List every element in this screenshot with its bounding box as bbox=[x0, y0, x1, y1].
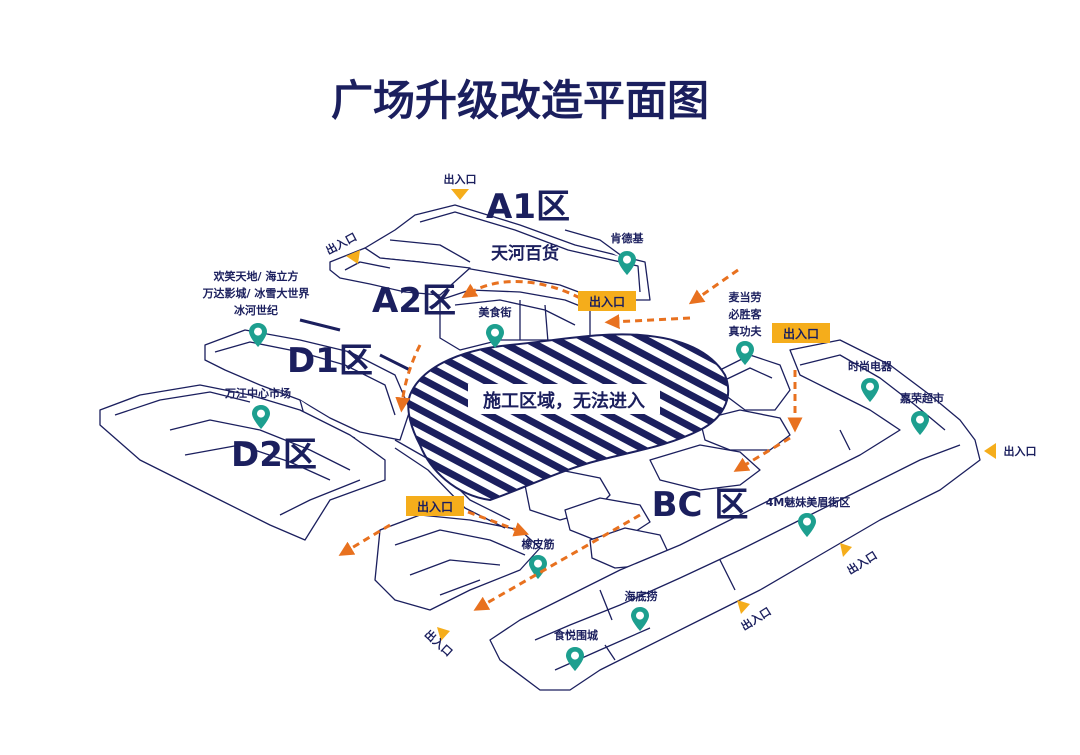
label-kfc: 肯德基 bbox=[611, 231, 645, 245]
label-mcd-1: 麦当劳 bbox=[729, 290, 762, 304]
route-arrow-left-down bbox=[338, 523, 391, 556]
page-title: 广场升级改造平面图 bbox=[331, 76, 709, 125]
label-happy-3: 冰河世纪 bbox=[234, 303, 278, 317]
entrance-triangle-icon bbox=[737, 600, 750, 614]
label-shiyue: 食悦围城 bbox=[554, 628, 598, 642]
label-mcd-3: 真功夫 bbox=[729, 324, 763, 338]
entrance-triangle-icon bbox=[840, 543, 852, 557]
entrance-triangle-icon bbox=[451, 189, 469, 200]
route-arrow-d1-down bbox=[395, 344, 422, 413]
entrance-right[interactable]: 出入口 bbox=[984, 443, 1037, 459]
zone-d1: D1区 bbox=[287, 341, 373, 381]
zone-d2: D2区 bbox=[231, 435, 317, 475]
label-meimei: 4M魅妹美眉街区 bbox=[766, 495, 851, 509]
entrance-a2-highlight[interactable]: 出入口 bbox=[578, 291, 636, 311]
route-arrow-bc-left bbox=[733, 436, 791, 472]
route-arrow-top-right bbox=[688, 268, 739, 305]
zone-labels: A1区 A2区 D1区 D2区 BC 区 bbox=[231, 187, 748, 525]
entrance-triangle-icon bbox=[984, 443, 996, 459]
entrance-mcd-highlight[interactable]: 出入口 bbox=[772, 323, 830, 343]
entrance-triangle-icon bbox=[437, 627, 450, 641]
route-arrows bbox=[338, 268, 803, 611]
pin-meishi-icon[interactable] bbox=[486, 324, 504, 348]
entrance-label: 出入口 bbox=[589, 294, 625, 309]
entrance-triangle-icon bbox=[346, 250, 360, 264]
label-xiangpi: 橡皮筋 bbox=[522, 537, 555, 551]
entrance-top[interactable]: 出入口 bbox=[444, 172, 477, 200]
entrance-bottom-left[interactable]: 出入口 bbox=[422, 627, 456, 659]
route-arrow-center-top bbox=[604, 314, 691, 330]
label-tianhe: 天河百货 bbox=[491, 243, 559, 264]
label-happy-2: 万达影城/ 冰雪大世界 bbox=[202, 286, 310, 300]
store-labels: 天河百货 肯德基 美食街 欢笑天地/ 海立方 万达影城/ 冰雪大世界 冰河世纪 … bbox=[202, 231, 944, 642]
label-haidilao: 海底捞 bbox=[625, 589, 658, 603]
label-happy-1: 欢笑天地/ 海立方 bbox=[213, 269, 299, 283]
zone-bc: BC 区 bbox=[652, 485, 749, 525]
entrance-label: 出入口 bbox=[444, 172, 477, 186]
entrance-label: 出入口 bbox=[844, 548, 879, 577]
entrance-label: 出入口 bbox=[1004, 444, 1037, 458]
label-mcd-2: 必胜客 bbox=[728, 307, 763, 321]
entrance-center-highlight[interactable]: 出入口 bbox=[406, 496, 464, 516]
label-jiarong: 嘉荣超市 bbox=[899, 391, 944, 405]
route-arrow-a2-loop bbox=[461, 280, 581, 300]
zone-a2: A2区 bbox=[372, 281, 456, 321]
entrance-bottom-mid[interactable]: 出入口 bbox=[737, 600, 774, 633]
entrance-right-lower[interactable]: 出入口 bbox=[840, 543, 880, 577]
zone-a1: A1区 bbox=[486, 187, 570, 227]
label-wanjiang: 万江中心市场 bbox=[224, 386, 291, 400]
route-arrow-mid-right bbox=[467, 510, 530, 537]
route-arrow-bc-diagonal bbox=[473, 513, 641, 611]
label-fashion: 时尚电器 bbox=[848, 359, 893, 373]
construction-label: 施工区域，无法进入 bbox=[483, 390, 645, 412]
entrance-label: 出入口 bbox=[783, 326, 819, 341]
label-meishi: 美食街 bbox=[479, 305, 512, 319]
entrance-label: 出入口 bbox=[417, 499, 453, 514]
building-outlines bbox=[99, 204, 981, 691]
pin-xiangpi-icon[interactable] bbox=[529, 555, 547, 579]
construction-area: 施工区域，无法进入 bbox=[407, 333, 730, 502]
